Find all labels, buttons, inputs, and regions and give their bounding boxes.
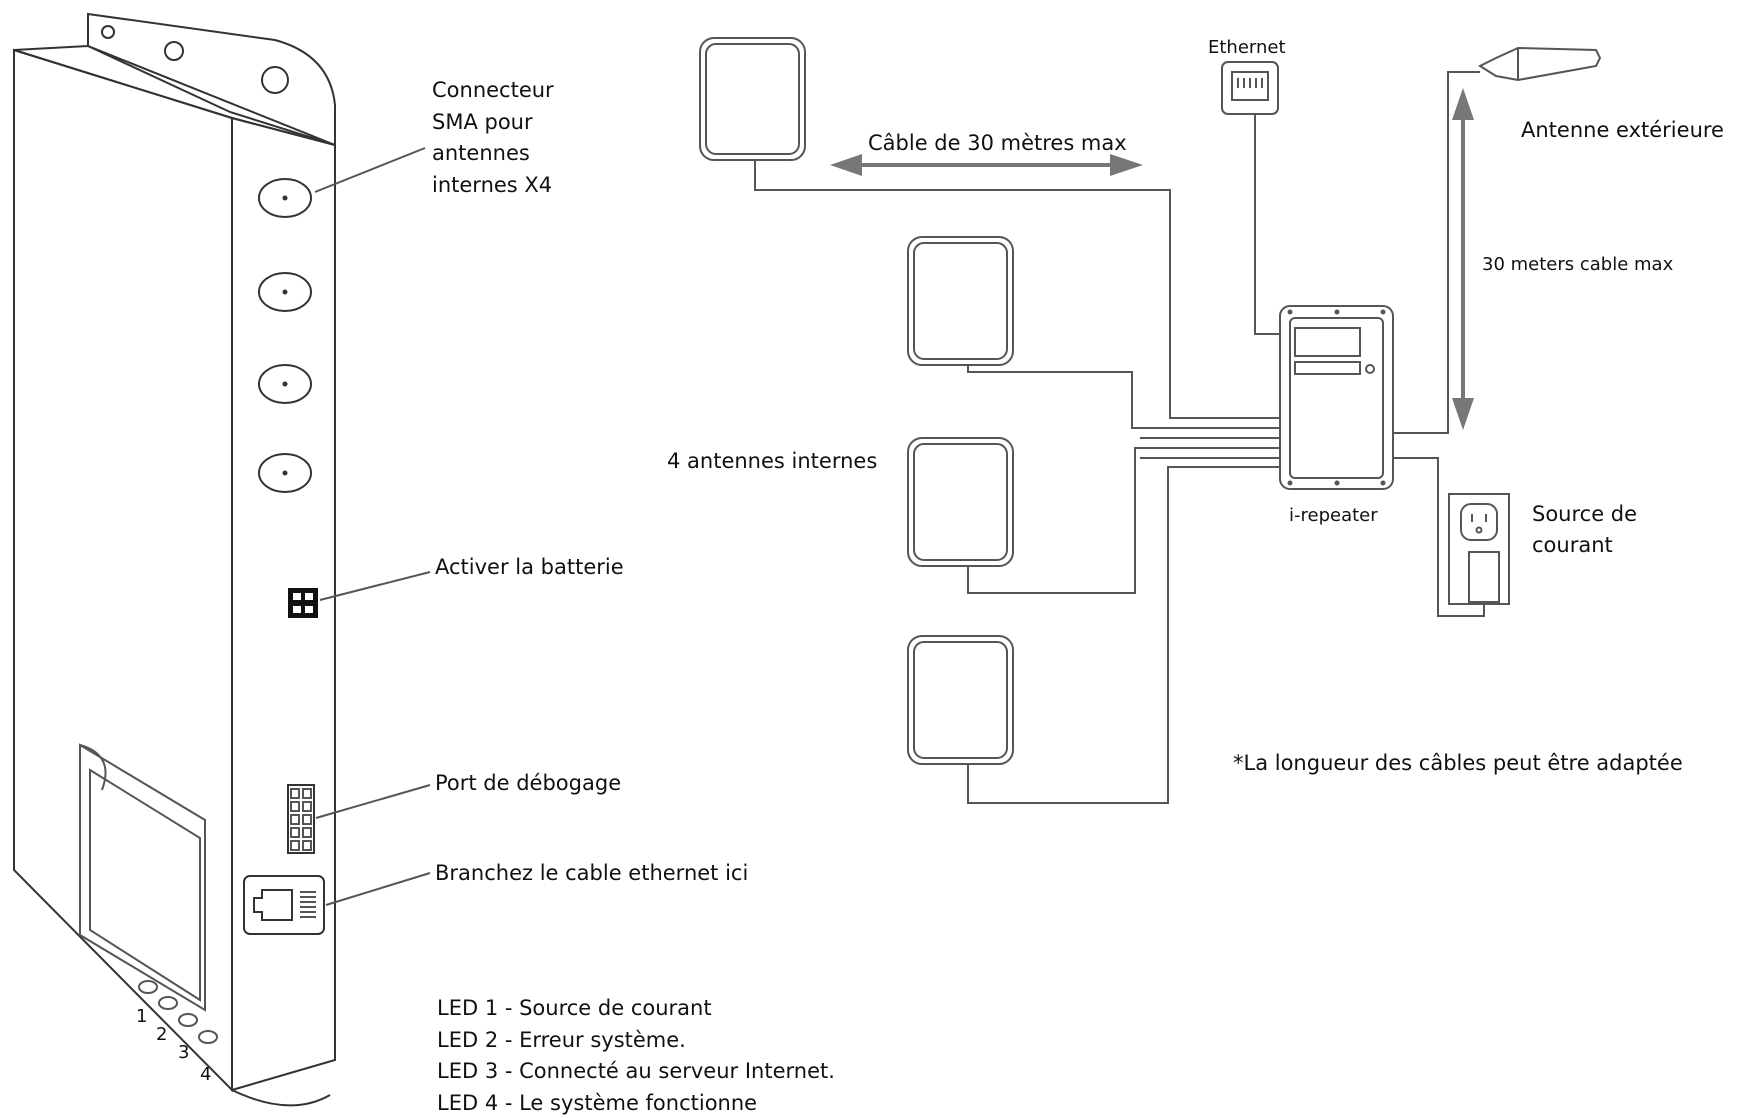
system-wiring: Câble de 30 mètres max Ethernet bbox=[667, 37, 1724, 804]
callout-debug: Port de débogage bbox=[435, 771, 621, 795]
panel-antenna-3 bbox=[907, 437, 1014, 567]
label-ethernet: Ethernet bbox=[1208, 37, 1286, 58]
sma-connector-2 bbox=[258, 272, 312, 312]
led-1-icon bbox=[138, 980, 158, 994]
mounting-hole bbox=[101, 25, 115, 39]
debug-port bbox=[287, 784, 315, 854]
callout-line-ethernet-port bbox=[325, 872, 431, 906]
external-antenna-icon bbox=[1463, 46, 1602, 82]
led-legend-4: LED 4 - Le système fonctionne bbox=[437, 1091, 757, 1115]
callout-line-battery bbox=[319, 571, 431, 601]
indoor-cable-arrow bbox=[830, 154, 1143, 176]
device-front-panel bbox=[231, 116, 336, 1092]
callout-sma-line2: SMA pour bbox=[432, 110, 533, 134]
cable-antenna-2 bbox=[967, 365, 1280, 429]
panel-antenna-top bbox=[699, 37, 806, 161]
sma-connector-3 bbox=[258, 364, 312, 404]
led-legend-1: LED 1 - Source de courant bbox=[437, 996, 712, 1020]
led-3-icon bbox=[178, 1013, 198, 1027]
rj45-port bbox=[243, 875, 325, 935]
device-bottom-curve bbox=[231, 1089, 331, 1107]
led-number-2: 2 bbox=[156, 1024, 167, 1045]
led-2-icon bbox=[158, 996, 178, 1010]
callout-sma-line4: internes X4 bbox=[432, 173, 552, 197]
led-legend-3: LED 3 - Connecté au serveur Internet. bbox=[437, 1059, 835, 1083]
sma-connector-1 bbox=[258, 178, 312, 218]
led-number-4: 4 bbox=[200, 1064, 211, 1085]
cable-antenna-3 bbox=[967, 447, 1280, 594]
device-side-view: 1 2 3 4 bbox=[13, 12, 336, 1107]
repeater-icon bbox=[1279, 305, 1394, 490]
panel-antenna-4 bbox=[907, 635, 1014, 765]
cable-ethernet bbox=[1254, 114, 1280, 335]
power-outlet-icon bbox=[1448, 493, 1510, 605]
led-legend: LED 1 - Source de courant LED 2 - Erreur… bbox=[437, 996, 835, 1115]
callout-ethernet-port: Branchez le cable ethernet ici bbox=[435, 861, 748, 885]
label-external-antenna: Antenne extérieure bbox=[1521, 118, 1724, 142]
ethernet-jack-icon bbox=[1221, 61, 1279, 115]
label-repeater: i-repeater bbox=[1289, 505, 1378, 526]
led-legend-2: LED 2 - Erreur système. bbox=[437, 1028, 686, 1052]
mounting-tab bbox=[87, 12, 336, 147]
cable-power bbox=[1393, 457, 1485, 617]
callout-sma-line1: Connecteur bbox=[432, 78, 554, 102]
led-4-icon bbox=[198, 1030, 218, 1044]
side-label-curl bbox=[79, 744, 107, 791]
side-label-plate bbox=[79, 743, 206, 1012]
outdoor-cable-arrow bbox=[1452, 88, 1474, 430]
mounting-hole bbox=[164, 41, 184, 61]
led-number-1: 1 bbox=[136, 1006, 147, 1027]
label-cable-note: *La longueur des câbles peut être adapté… bbox=[1233, 751, 1683, 775]
mounting-hole bbox=[261, 66, 289, 94]
callout-line-sma bbox=[314, 147, 426, 193]
callouts: Connecteur SMA pour antennes internes X4… bbox=[314, 78, 748, 906]
callout-battery: Activer la batterie bbox=[435, 555, 624, 579]
cable-antenna-1 bbox=[754, 160, 1280, 419]
label-power-line2: courant bbox=[1532, 533, 1613, 557]
label-cable-indoor: Câble de 30 mètres max bbox=[868, 131, 1127, 155]
side-label-inner bbox=[89, 768, 201, 1002]
callout-sma-line3: antennes bbox=[432, 141, 530, 165]
battery-switch bbox=[288, 588, 318, 618]
label-cable-outdoor: 30 meters cable max bbox=[1482, 254, 1674, 275]
sma-connector-4 bbox=[258, 453, 312, 493]
led-number-3: 3 bbox=[178, 1042, 189, 1063]
label-power-line1: Source de bbox=[1532, 502, 1637, 526]
panel-antenna-2 bbox=[907, 236, 1014, 366]
cable-antenna-4 bbox=[967, 466, 1280, 804]
callout-line-debug bbox=[315, 784, 431, 819]
cable-external-antenna bbox=[1393, 71, 1463, 434]
label-internal-antennas: 4 antennes internes bbox=[667, 449, 877, 473]
